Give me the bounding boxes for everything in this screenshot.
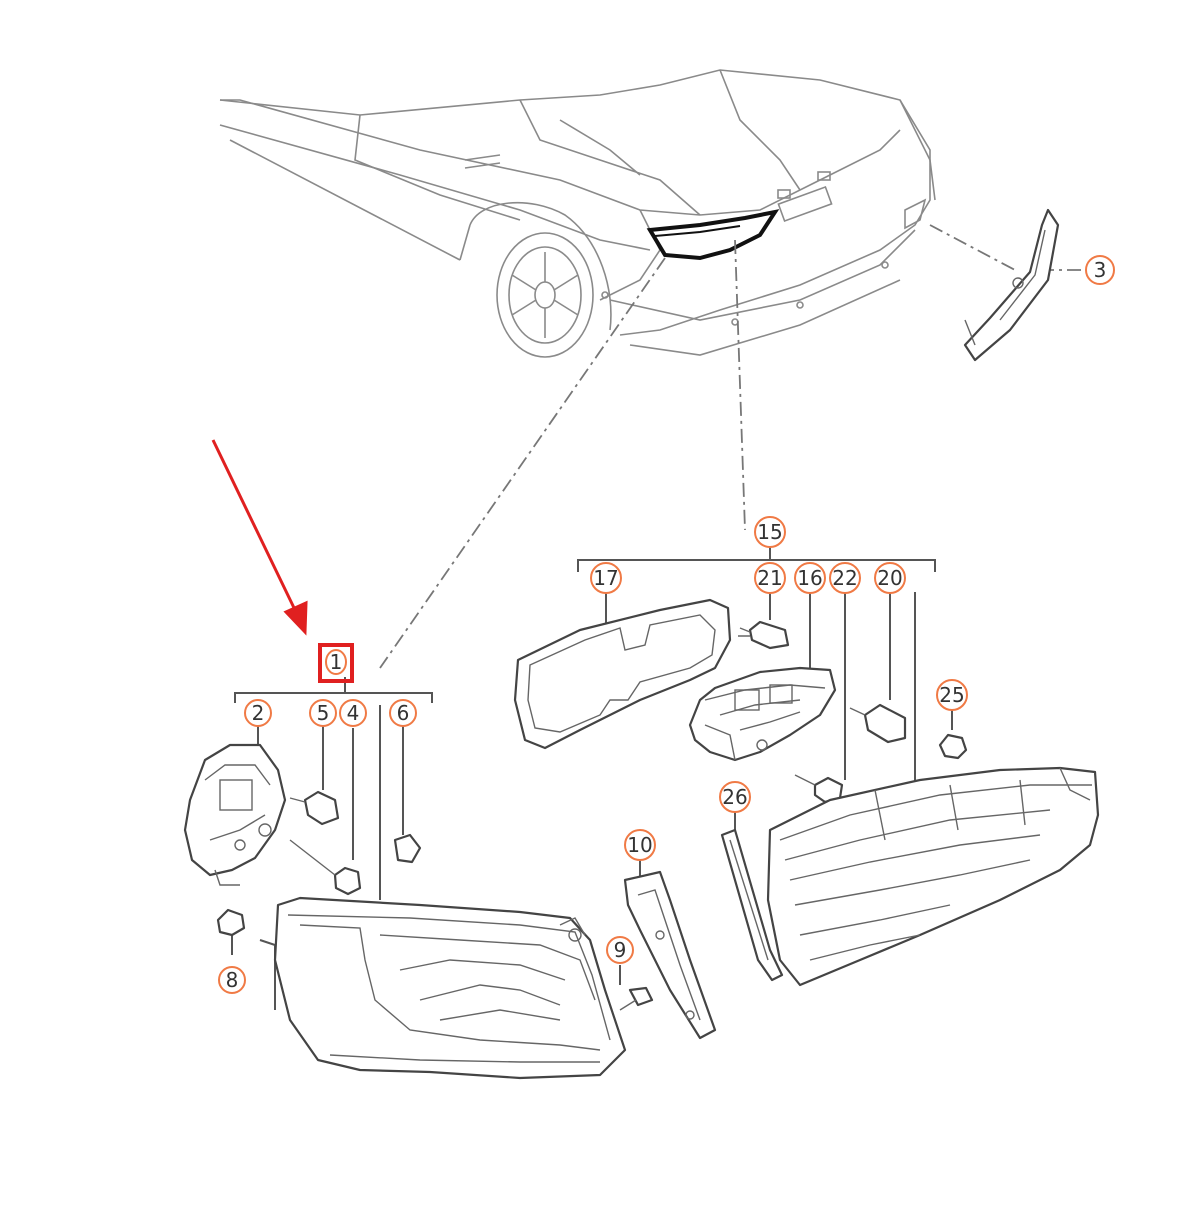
callout-20: 20 bbox=[874, 562, 906, 594]
outer-tail-lamp bbox=[273, 896, 627, 1080]
callout-label: 4 bbox=[347, 701, 360, 725]
bulb-holder-left bbox=[183, 743, 287, 886]
callout-4: 4 bbox=[339, 699, 367, 727]
bulb-5 bbox=[289, 790, 340, 826]
bulb-20 bbox=[849, 703, 907, 744]
callout-label: 21 bbox=[757, 566, 782, 590]
callout-label: 26 bbox=[722, 785, 747, 809]
callout-16: 16 bbox=[794, 562, 826, 594]
callout-label: 3 bbox=[1094, 258, 1107, 282]
callout-label: 5 bbox=[317, 701, 330, 725]
callout-15: 15 bbox=[754, 516, 786, 548]
highlight-label: 1 bbox=[330, 650, 343, 674]
screw-9 bbox=[619, 986, 654, 1011]
callout-label: 16 bbox=[797, 566, 822, 590]
nut-8 bbox=[216, 908, 246, 937]
callout-2: 2 bbox=[244, 699, 272, 727]
tail-lamp-on-car bbox=[646, 209, 780, 261]
callout-label: 9 bbox=[614, 938, 627, 962]
highlighted-callout-1: 1 bbox=[318, 643, 354, 683]
bulb-21 bbox=[738, 620, 790, 650]
bumper-trim-part bbox=[963, 208, 1060, 362]
car-rear-outline bbox=[219, 69, 936, 358]
callout-21: 21 bbox=[754, 562, 786, 594]
callout-9: 9 bbox=[606, 936, 634, 964]
seal-strip-26 bbox=[720, 828, 784, 982]
callout-label: 8 bbox=[226, 968, 239, 992]
callout-10: 10 bbox=[624, 829, 656, 861]
callout-label: 25 bbox=[939, 683, 964, 707]
callout-6: 6 bbox=[389, 699, 417, 727]
gasket-part bbox=[513, 598, 732, 750]
callout-5: 5 bbox=[309, 699, 337, 727]
callout-label: 6 bbox=[397, 701, 410, 725]
nut-25 bbox=[938, 733, 968, 760]
connector-6 bbox=[393, 833, 422, 864]
callout-25: 25 bbox=[936, 679, 968, 711]
callout-3: 3 bbox=[1085, 255, 1115, 285]
red-pointer-arrow bbox=[211, 439, 308, 636]
callout-label: 20 bbox=[877, 566, 902, 590]
bulb-4 bbox=[289, 839, 362, 896]
cover-10 bbox=[623, 870, 717, 1040]
callout-label: 15 bbox=[757, 520, 782, 544]
leader-lines bbox=[379, 224, 1085, 669]
bulb-holder-right bbox=[688, 666, 837, 762]
callout-17: 17 bbox=[590, 562, 622, 594]
callout-label: 17 bbox=[593, 566, 618, 590]
callout-label: 22 bbox=[832, 566, 857, 590]
callout-label: 10 bbox=[627, 833, 652, 857]
inner-tail-lamp bbox=[766, 766, 1100, 987]
callout-26: 26 bbox=[719, 781, 751, 813]
callout-22: 22 bbox=[829, 562, 861, 594]
callout-8: 8 bbox=[218, 966, 246, 994]
callout-label: 2 bbox=[252, 701, 265, 725]
